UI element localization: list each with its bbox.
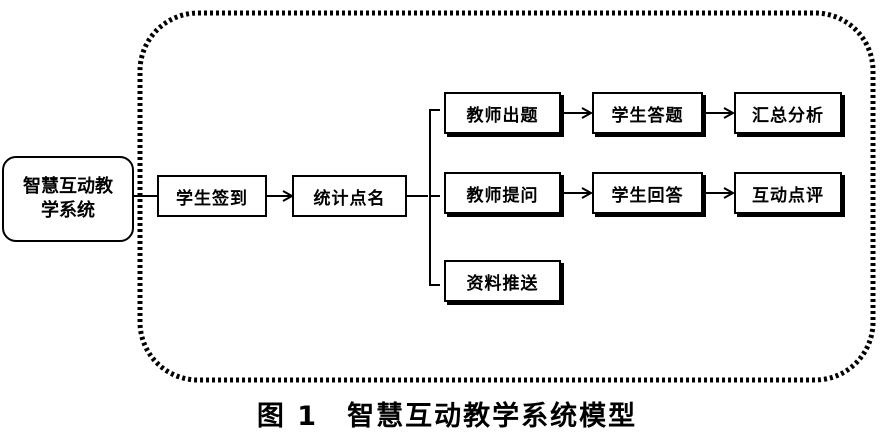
node-student-sign-in: 学生签到 (157, 175, 267, 217)
node-resource-push: 资料推送 (444, 260, 561, 302)
node-student-answer: 学生答题 (592, 92, 703, 134)
node-teacher-ask: 教师提问 (444, 172, 561, 214)
root-node: 智慧互动教学系统 (2, 156, 134, 242)
node-summary-analysis: 汇总分析 (734, 92, 842, 134)
branch-bracket (429, 109, 440, 286)
node-student-reply: 学生回答 (592, 172, 703, 214)
system-boundary (137, 10, 876, 383)
figure-caption: 图 1 智慧互动教学系统模型 (256, 401, 638, 432)
node-teacher-question: 教师出题 (444, 92, 561, 134)
node-roll-call: 统计点名 (292, 175, 407, 217)
node-interactive-review: 互动点评 (734, 172, 842, 214)
